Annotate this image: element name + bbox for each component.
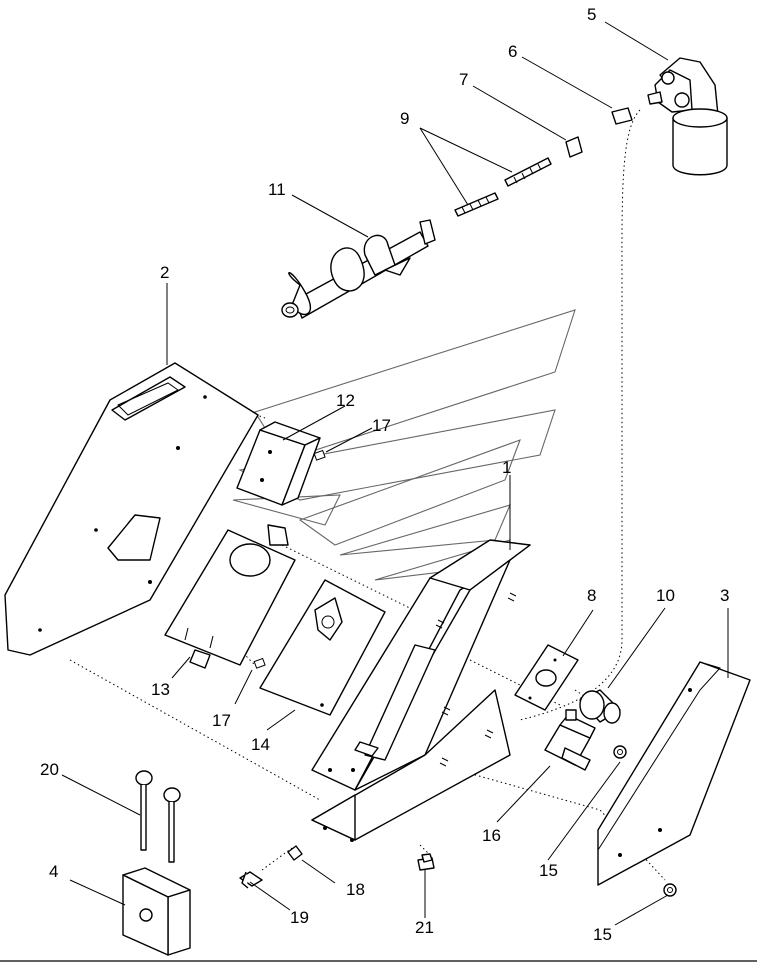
callout-14: 14 [251, 735, 270, 754]
callout-4: 4 [49, 862, 58, 881]
callout-17-lower: 17 [212, 711, 231, 730]
part-key [611, 107, 633, 125]
part-side-cover [597, 661, 751, 886]
callout-3: 3 [720, 586, 729, 605]
part-plate-8 [514, 644, 579, 711]
part-screw-lower [253, 657, 266, 669]
part-bolt-21 [417, 853, 435, 871]
part-coupler [565, 136, 583, 158]
part-washer [287, 845, 303, 861]
callout-2: 2 [160, 263, 169, 282]
callout-6: 6 [508, 42, 517, 61]
part-motor [647, 57, 728, 176]
callout-8: 8 [587, 586, 596, 605]
leader-lines [61, 21, 729, 926]
callout-12: 12 [336, 391, 355, 410]
callout-18: 18 [346, 880, 365, 899]
callout-15-bottom: 15 [593, 925, 612, 944]
callout-10: 10 [656, 586, 675, 605]
part-switch [544, 709, 596, 771]
part-cylinder [579, 689, 621, 724]
part-side-panel [4, 362, 259, 656]
part-nut-lower [663, 883, 677, 897]
callout-11: 11 [268, 180, 286, 199]
callout-9: 9 [400, 109, 409, 128]
callout-19: 19 [290, 908, 309, 927]
part-plate-14 [259, 579, 386, 716]
part-screw-upper [313, 449, 326, 461]
callout-1: 1 [502, 458, 511, 477]
part-block [122, 867, 191, 956]
part-bracket [236, 421, 321, 506]
part-nut-upper [613, 745, 627, 759]
callout-7: 7 [459, 70, 468, 89]
callout-13: 13 [151, 680, 170, 699]
callout-16: 16 [482, 826, 501, 845]
callout-20: 20 [40, 760, 59, 779]
part-threaded-rods [454, 157, 552, 217]
callout-21: 21 [415, 918, 434, 937]
part-pins [135, 770, 181, 863]
part-plate-13 [164, 524, 296, 669]
part-housing [311, 539, 531, 842]
callout-15-right: 15 [539, 861, 558, 880]
callout-labels: 1 2 3 4 5 6 7 8 9 10 11 12 13 14 15 15 1… [40, 5, 729, 944]
part-auger [281, 219, 436, 319]
part-bolt-19 [239, 871, 263, 889]
callout-5: 5 [587, 5, 596, 24]
callout-17-upper: 17 [372, 416, 391, 435]
